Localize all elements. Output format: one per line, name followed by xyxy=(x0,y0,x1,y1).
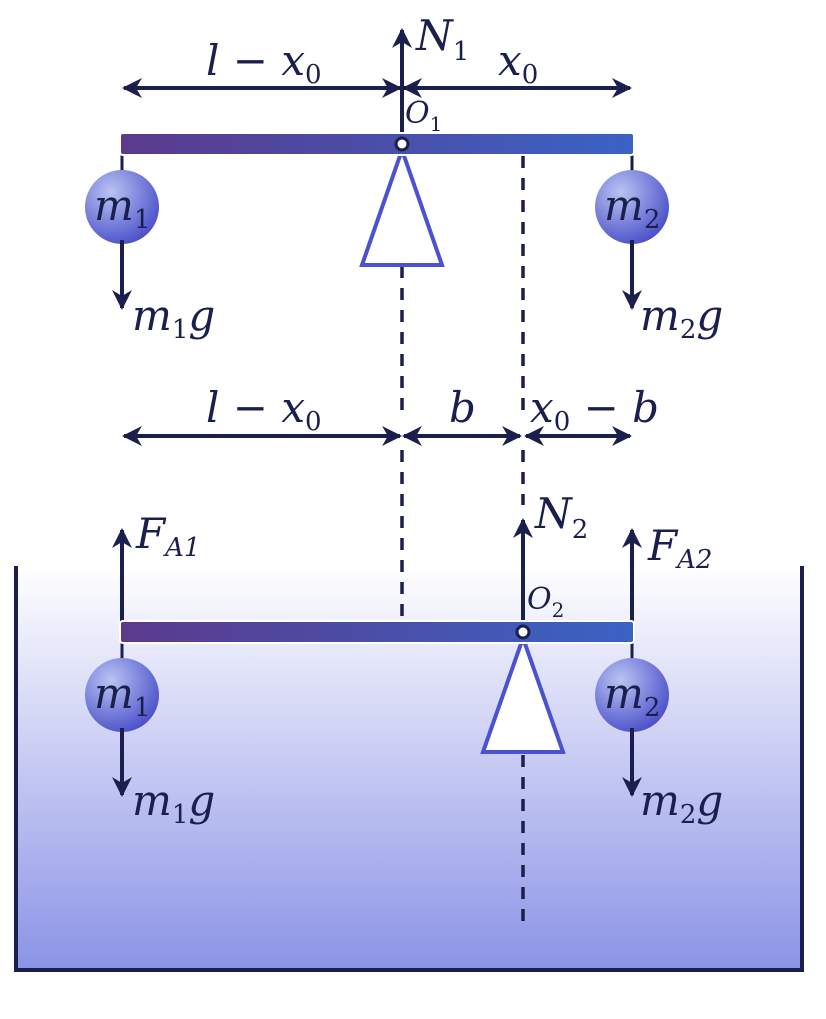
weight-2-label-bottom: m2g xyxy=(640,776,723,830)
top-right-length-label: x0 xyxy=(498,36,538,90)
mass-ball-right-top xyxy=(595,170,669,244)
support-triangle-bottom xyxy=(480,631,566,754)
mid-left-length-label: l − x0 xyxy=(206,383,322,437)
mass-2-label-bottom: m2 xyxy=(604,669,660,723)
mass-2-label-top: m2 xyxy=(604,181,660,235)
normal-force-1-label: N1 xyxy=(415,11,469,67)
support-triangle-top xyxy=(359,143,445,267)
mass-1-label-top: m1 xyxy=(94,181,150,235)
top-left-length-label: l − x0 xyxy=(206,36,322,90)
pivot-point-top xyxy=(394,136,410,152)
mass-ball-left-bottom xyxy=(85,658,159,732)
pivot-2-label: O2 xyxy=(527,582,564,622)
weight-1-label-top: m1g xyxy=(132,291,215,345)
rod-top xyxy=(119,132,635,156)
mid-right-length-label: x0 − b xyxy=(530,383,659,437)
pivot-point-bottom xyxy=(515,624,531,640)
pivot-1-label: O1 xyxy=(405,96,442,136)
weight-1-label-bottom: m1g xyxy=(132,776,215,830)
weight-2-label-top: m2g xyxy=(640,291,723,345)
mid-b-label: b xyxy=(449,383,476,432)
buoyancy-right-label: FA2 xyxy=(647,521,712,575)
middle-dimensions: l − x0 b x0 − b xyxy=(122,383,659,446)
mass-1-label-bottom: m1 xyxy=(94,669,150,723)
vessel-walls xyxy=(14,566,804,972)
normal-force-2-label: N2 xyxy=(534,489,588,545)
rod-bottom xyxy=(119,620,635,644)
top-lever: l − x0 x0 N1 O1 m1 m2 m1g m2g xyxy=(85,11,723,420)
bottom-lever: N2 O2 FA1 FA2 m1 m2 m1g m2g xyxy=(85,450,723,930)
buoyancy-left-label: FA1 xyxy=(135,509,200,563)
mass-ball-left-top xyxy=(85,170,159,244)
mass-ball-right-bottom xyxy=(595,658,669,732)
